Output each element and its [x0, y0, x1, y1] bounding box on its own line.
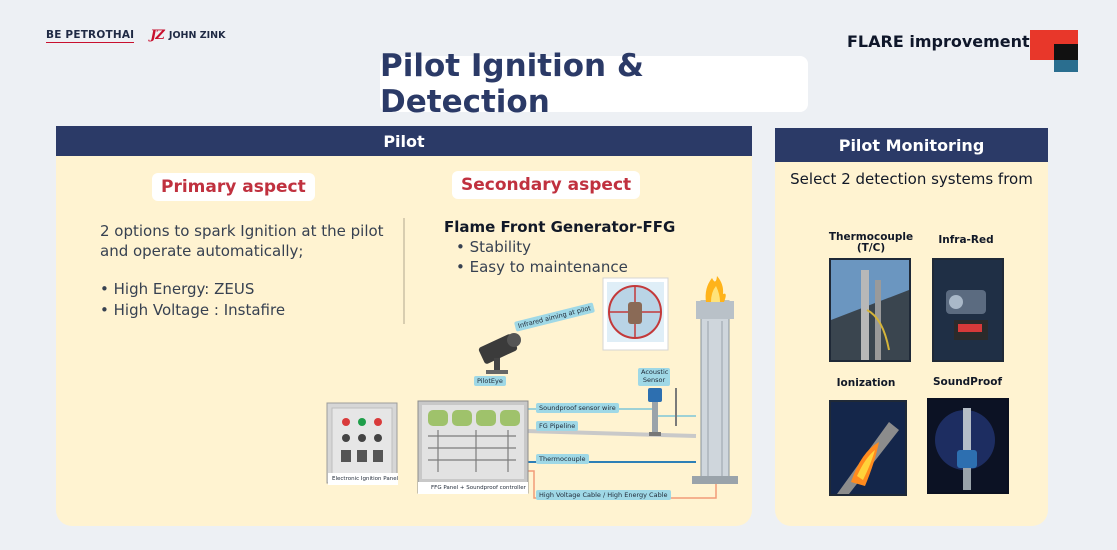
list-item: • Stability	[456, 238, 531, 256]
ffg-panel-image	[417, 400, 529, 494]
soundproof-image	[927, 398, 1009, 494]
ffg-points-list: • Stability • Easy to maintenance	[456, 237, 628, 278]
eip-caption: Electronic Ignition Panel	[332, 476, 399, 482]
infrared-scope-image	[602, 277, 669, 351]
ffg-caption: FFG Panel + Soundproof controller	[431, 485, 526, 491]
thermocouple-image	[829, 258, 911, 362]
title-box: Pilot Ignition & Detection	[380, 48, 808, 120]
primary-aspect-description: 2 options to spark Ignition at the pilot…	[100, 222, 384, 261]
acoustic-sensor-icon	[648, 388, 662, 436]
soundproof-wire-label: Soundproof sensor wire	[536, 403, 619, 413]
pilot-panel: Pilot Primary aspect 2 options to spark …	[56, 126, 752, 526]
ionization-image	[829, 400, 907, 496]
flare-stack-icon	[692, 276, 738, 484]
list-item: • High Voltage : Instafire	[100, 301, 286, 319]
thermocouple-title: Thermocouple (T/C)	[828, 231, 914, 254]
ionization-title: Ionization	[836, 377, 896, 389]
john-zink-text: JOHN ZINK	[168, 30, 226, 41]
monitoring-intro: Select 2 detection systems from	[790, 170, 1033, 188]
hv-cable-label: High Voltage Cable / High Energy Cable	[536, 490, 671, 500]
page-title: Pilot Ignition & Detection	[380, 48, 644, 120]
divider	[403, 218, 405, 324]
thermocouple-label: Thermocouple	[536, 454, 589, 464]
acoustic-sensor-label: Acoustic Sensor	[638, 368, 670, 386]
infrared-image	[932, 258, 1004, 362]
infrared-title: Infra-Red	[938, 234, 994, 246]
section-label: FLARE improvement	[847, 32, 1030, 51]
ffg-system-diagram	[326, 276, 738, 499]
pilot-monitoring-panel: Pilot Monitoring Select 2 detection syst…	[775, 128, 1048, 526]
brand-mark-icon	[1030, 30, 1078, 72]
primary-options-list: • High Energy: ZEUS • High Voltage : Ins…	[100, 279, 285, 321]
piloteye-label: PilotEye	[474, 376, 506, 386]
pilot-panel-heading: Pilot	[56, 126, 752, 156]
pilot-monitoring-heading: Pilot Monitoring	[775, 128, 1048, 162]
john-zink-mark: JZ	[150, 28, 165, 43]
ffg-title: Flame Front Generator-FFG	[444, 218, 676, 236]
be-petrothai-logo: BE PETROTHAI	[46, 28, 135, 43]
john-zink-logo: JZ JOHN ZINK	[150, 28, 225, 43]
secondary-aspect-label: Secondary aspect	[452, 171, 641, 199]
electronic-ignition-panel-image	[326, 402, 398, 485]
fg-pipeline-label: FG Pipeline	[536, 421, 579, 431]
primary-aspect-label: Primary aspect	[152, 173, 315, 201]
soundproof-title: SoundProof	[932, 376, 1003, 388]
list-item: • Easy to maintenance	[456, 258, 628, 277]
partner-logos: BE PETROTHAI JZ JOHN ZINK	[46, 28, 225, 43]
list-item: • High Energy: ZEUS	[100, 280, 255, 298]
piloteye-icon	[478, 333, 521, 374]
